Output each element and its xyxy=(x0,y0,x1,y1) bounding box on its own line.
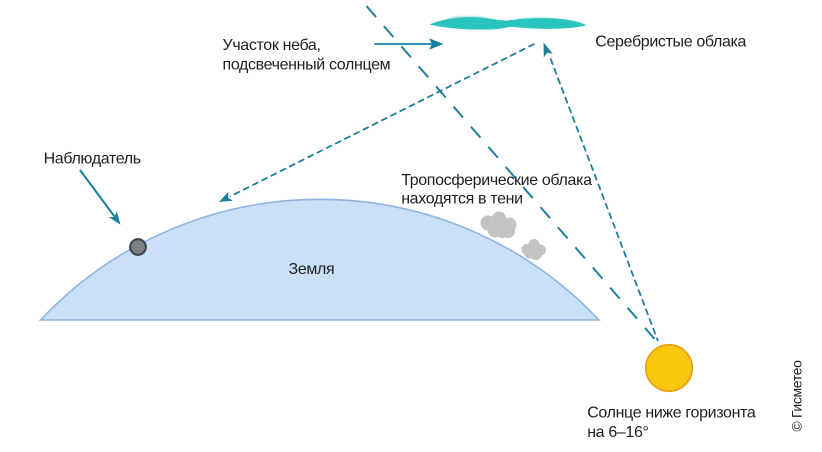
svg-text:подсвеченный солнцем: подсвеченный солнцем xyxy=(223,57,391,74)
svg-text:находятся в тени: находятся в тени xyxy=(401,191,523,208)
svg-text:Тропосферические облака: Тропосферические облака xyxy=(401,172,592,189)
svg-text:Наблюдатель: Наблюдатель xyxy=(44,151,141,168)
svg-text:Земля: Земля xyxy=(289,261,335,278)
svg-text:Серебристые облака: Серебристые облака xyxy=(595,34,746,51)
svg-text:Солнце ниже горизонта: Солнце ниже горизонта xyxy=(587,405,756,422)
svg-text:на 6–16°: на 6–16° xyxy=(587,424,648,441)
svg-text:© Гисметео: © Гисметео xyxy=(789,360,805,432)
svg-text:Участок неба,: Участок неба, xyxy=(223,37,321,54)
